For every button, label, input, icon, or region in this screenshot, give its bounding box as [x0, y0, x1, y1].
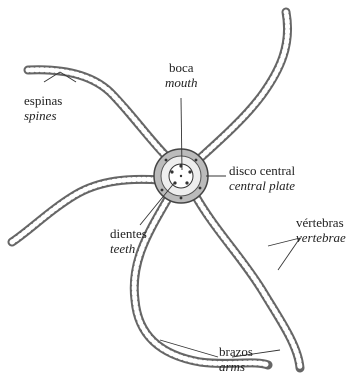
- label-vertebrae-es: vértebras: [296, 215, 346, 230]
- label-arms: brazos arms: [219, 344, 253, 374]
- label-arms-es: brazos: [219, 344, 253, 359]
- label-teeth-es: dientes: [110, 226, 147, 241]
- label-mouth: boca mouth: [165, 60, 198, 90]
- label-central-plate: disco central central plate: [229, 163, 295, 193]
- label-central-plate-en: central plate: [229, 178, 295, 193]
- label-spines: espinas spines: [24, 93, 62, 123]
- label-teeth: dientes teeth: [110, 226, 147, 256]
- label-central-plate-es: disco central: [229, 163, 295, 178]
- label-vertebrae: vértebras vertebrae: [296, 215, 346, 245]
- label-vertebrae-en: vertebrae: [296, 230, 346, 245]
- label-spines-es: espinas: [24, 93, 62, 108]
- label-mouth-es: boca: [165, 60, 198, 75]
- label-teeth-en: teeth: [110, 241, 147, 256]
- central-disc: [154, 149, 208, 203]
- label-spines-en: spines: [24, 108, 62, 123]
- arm-upper-right: [198, 12, 288, 160]
- label-arms-en: arms: [219, 359, 253, 374]
- label-mouth-en: mouth: [165, 75, 198, 90]
